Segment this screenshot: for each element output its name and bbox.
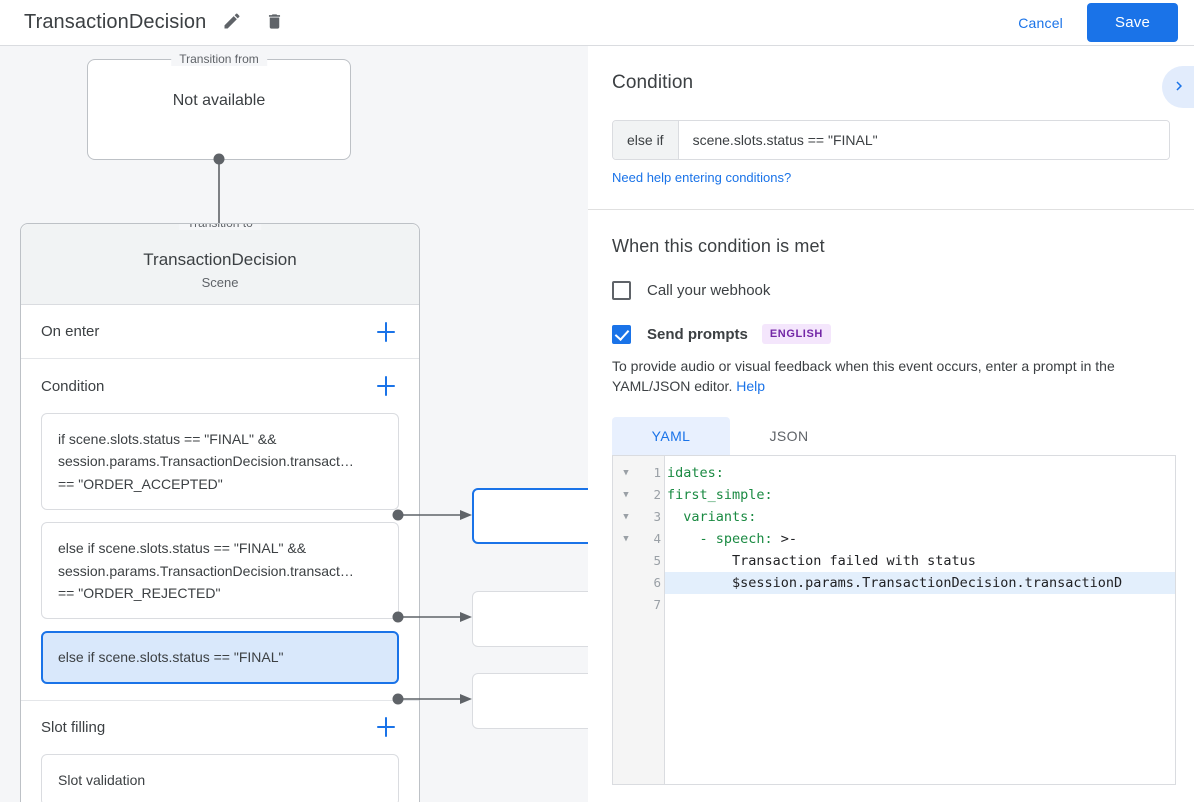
fold-toggle (613, 594, 639, 616)
canvas-content: Transition from Not available Transition… (0, 46, 588, 802)
collapse-panel-button[interactable] (1162, 66, 1194, 108)
slot-validation-item[interactable]: Slot validation (41, 753, 399, 802)
fold-toggle[interactable]: ▼ (623, 511, 629, 522)
line-number: 7 (653, 596, 661, 612)
line-number: 4 (653, 530, 661, 546)
code-line[interactable]: Transaction failed with status (667, 552, 976, 569)
code-editor[interactable]: ▼ ▼ ▼ ▼ 1 2 3 4 5 6 7 idates: first_simple: varian… (612, 454, 1176, 785)
fold-toggle[interactable]: ▼ (623, 467, 629, 478)
send-prompts-row: Send prompts ENGLISH (612, 324, 1194, 344)
editor-fold-gutter[interactable]: ▼ ▼ ▼ ▼ (613, 455, 639, 784)
line-number: 1 (653, 464, 661, 480)
line-number: 6 (653, 574, 661, 590)
editor-format-tabs: YAML JSON (612, 416, 1194, 455)
trash-icon (265, 12, 284, 34)
top-bar-actions: Cancel Save (1002, 3, 1178, 42)
transition-from-card: Transition from Not available (87, 52, 351, 160)
transition-to-card: Transition to TransactionDecision Scene … (20, 223, 420, 802)
scene-graph-canvas[interactable]: Transition from Not available Transition… (0, 46, 588, 802)
condition-3-edge (392, 693, 472, 705)
transition-from-value: Not available (172, 92, 266, 109)
condition-input-group: else if (612, 120, 1170, 160)
add-condition-button[interactable] (373, 373, 399, 399)
fold-toggle[interactable]: ▼ (623, 533, 629, 544)
prompt-description: To provide audio or visual feedback when… (612, 356, 1170, 397)
target-node-3[interactable] (472, 673, 588, 729)
target-node-1[interactable] (472, 488, 588, 544)
condition-label: Condition (41, 377, 105, 395)
yaml-key: - speech: (667, 530, 773, 547)
condition-prefix-label: else if (613, 121, 679, 159)
line-number: 2 (653, 486, 661, 502)
yaml-key: variants: (667, 508, 757, 525)
send-prompts-label: Send prompts (647, 325, 748, 343)
condition-list: if scene.slots.status == "FINAL" && sess… (21, 413, 419, 700)
editor-code-area[interactable]: idates: first_simple: variants: - speech:… (665, 456, 1175, 784)
condition-item-1[interactable]: if scene.slots.status == "FINAL" && sess… (41, 413, 399, 511)
condition-2-edge (392, 611, 472, 623)
fold-toggle (613, 550, 639, 572)
line-number: 3 (653, 508, 661, 524)
condition-item-2[interactable]: else if scene.slots.status == "FINAL" &&… (41, 522, 399, 620)
condition-details-panel: Condition else if Need help entering con… (588, 46, 1194, 802)
section-condition: Condition (21, 359, 419, 413)
scene-header: TransactionDecision Scene (21, 224, 419, 305)
panel-header: Condition (588, 46, 1194, 108)
webhook-row: Call your webhook (612, 281, 1194, 300)
panel-divider (588, 209, 1194, 210)
tab-json[interactable]: JSON (730, 417, 848, 455)
on-enter-label: On enter (41, 323, 100, 340)
send-prompts-checkbox[interactable] (612, 324, 631, 344)
code-line[interactable]: first_simple: (665, 484, 1175, 506)
language-badge: ENGLISH (761, 324, 831, 344)
condition-help-link[interactable]: Need help entering conditions? (612, 170, 792, 185)
add-on-enter-button[interactable] (373, 319, 399, 345)
top-app-bar: TransactionDecision Cancel Save (0, 0, 1194, 46)
yaml-key: idates: (667, 464, 724, 481)
delete-button[interactable] (258, 7, 290, 39)
cancel-button[interactable]: Cancel (1002, 6, 1079, 40)
prompt-help-link[interactable]: Help (736, 378, 766, 395)
section-on-enter: On enter (21, 305, 419, 359)
code-line[interactable] (665, 594, 1175, 616)
scene-type: Scene (201, 275, 239, 290)
condition-1-edge (392, 509, 472, 521)
code-line[interactable]: variants: (665, 506, 1175, 528)
fold-toggle[interactable]: ▼ (623, 489, 629, 500)
transition-from-legend: Transition from (171, 52, 267, 66)
call-webhook-checkbox[interactable] (612, 281, 631, 300)
slot-filling-label: Slot filling (41, 718, 106, 736)
when-condition-met-heading: When this condition is met (612, 236, 825, 256)
target-node-2[interactable] (472, 591, 588, 647)
panel-title: Condition (612, 72, 694, 93)
editor-line-numbers: 1 2 3 4 5 6 7 (639, 455, 665, 784)
code-line[interactable]: idates: (665, 462, 1175, 484)
line-number: 5 (653, 552, 661, 568)
yaml-key: first_simple: (667, 486, 773, 503)
code-line[interactable]: $session.params.TransactionDecision.tran… (665, 571, 1175, 594)
chevron-right-icon (1170, 77, 1194, 98)
page-title: TransactionDecision (24, 11, 207, 33)
section-slot-filling: Slot filling (21, 699, 419, 754)
edit-title-button[interactable] (216, 7, 248, 39)
add-slot-filling-button[interactable] (373, 714, 399, 740)
transition-to-legend: Transition to (179, 224, 261, 230)
prompt-description-text: To provide audio or visual feedback when… (612, 358, 1115, 395)
call-webhook-label: Call your webhook (647, 282, 771, 299)
scene-name: TransactionDecision (143, 250, 297, 269)
condition-item-3[interactable]: else if scene.slots.status == "FINAL" (41, 631, 399, 684)
code-line[interactable]: - speech: >- (667, 530, 798, 547)
fold-toggle (613, 572, 639, 594)
tab-yaml[interactable]: YAML (612, 416, 730, 455)
pencil-icon (222, 11, 242, 34)
save-button[interactable]: Save (1087, 3, 1178, 42)
condition-expression-input[interactable] (678, 121, 1169, 159)
